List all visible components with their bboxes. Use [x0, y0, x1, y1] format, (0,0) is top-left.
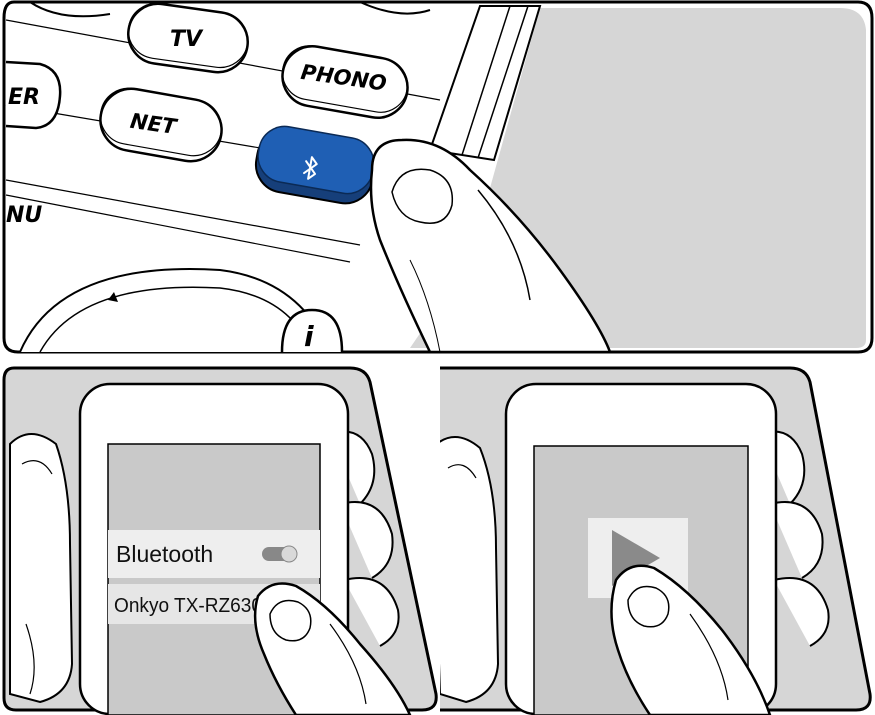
remote-panel: TV PHONO ER NET NU: [0, 0, 875, 358]
phone-playback-panel: [440, 364, 875, 715]
phone-playback-illustration: [440, 364, 875, 715]
phone-setting-illustration: Bluetooth Onkyo TX-RZ630: [0, 364, 440, 715]
phone-setting-panel: Bluetooth Onkyo TX-RZ630: [0, 364, 440, 715]
tuner-button-label: ER: [8, 85, 40, 110]
tv-button-label: TV: [170, 27, 204, 52]
bluetooth-toggle[interactable]: [262, 546, 297, 562]
bluetooth-setting-label: Bluetooth: [116, 541, 213, 567]
tuner-button[interactable]: ER: [6, 62, 60, 128]
remote-illustration: TV PHONO ER NET NU: [0, 0, 875, 358]
menu-label: NU: [6, 203, 42, 228]
info-icon: i: [304, 320, 314, 353]
device-name: Onkyo TX-RZ630: [114, 595, 262, 617]
